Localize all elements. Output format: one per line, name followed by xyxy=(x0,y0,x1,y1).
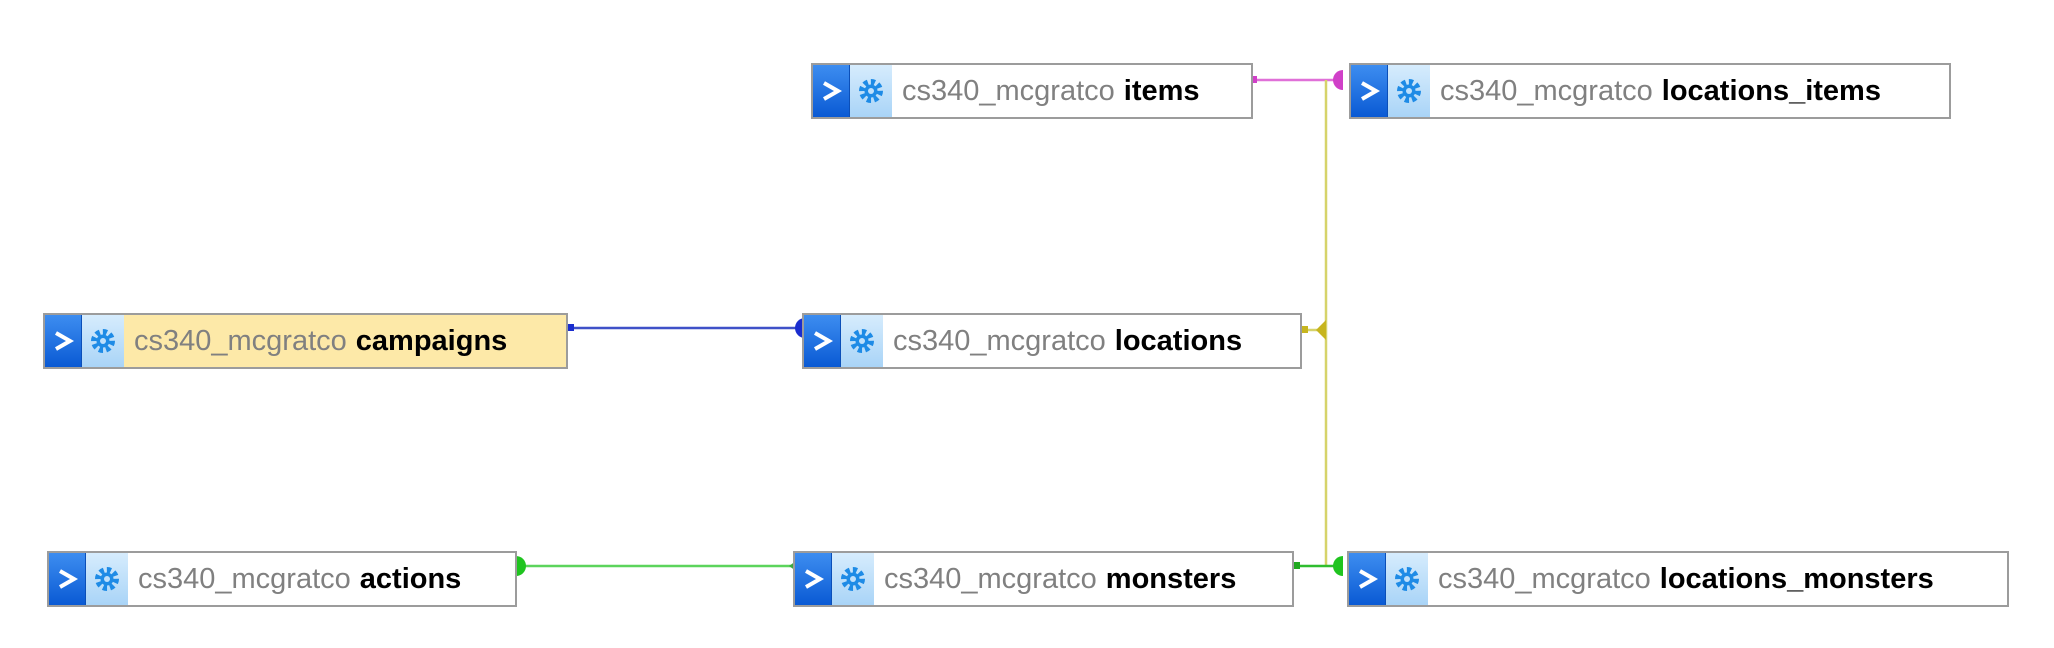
table-box-locations-monsters[interactable]: cs340_mcgratco locations_monsters xyxy=(1347,551,2009,607)
table-box-campaigns[interactable]: cs340_mcgratco campaigns xyxy=(43,313,568,369)
table-name: locations_items xyxy=(1661,74,1881,107)
expand-button[interactable] xyxy=(45,315,82,367)
relation-actions-monsters xyxy=(516,556,796,576)
expand-arrow-icon xyxy=(1359,569,1378,589)
relation-monsters-locations-monsters xyxy=(1293,556,1343,576)
table-title[interactable]: cs340_mcgratco items xyxy=(892,65,1251,117)
schema-name: cs340_mcgratco xyxy=(902,74,1115,107)
table-title[interactable]: cs340_mcgratco locations_items xyxy=(1430,65,1949,117)
expand-arrow-icon xyxy=(55,331,74,351)
table-title[interactable]: cs340_mcgratco locations_monsters xyxy=(1428,553,2007,605)
gear-icon xyxy=(859,79,883,103)
table-name: locations xyxy=(1114,324,1243,357)
table-options-button[interactable] xyxy=(1386,553,1428,605)
gear-icon xyxy=(91,329,115,353)
expand-button[interactable] xyxy=(1351,65,1388,117)
expand-button[interactable] xyxy=(795,553,832,605)
table-title[interactable]: cs340_mcgratco monsters xyxy=(874,553,1292,605)
relation-locations-links xyxy=(1301,80,1328,566)
expand-button[interactable] xyxy=(49,553,86,605)
expand-arrow-icon xyxy=(1361,81,1380,101)
table-name: campaigns xyxy=(355,324,508,357)
gear-icon xyxy=(1397,79,1421,103)
schema-name: cs340_mcgratco xyxy=(134,324,347,357)
gear-icon xyxy=(850,329,874,353)
relation-campaigns-locations xyxy=(567,318,805,338)
table-box-monsters[interactable]: cs340_mcgratco monsters xyxy=(793,551,1294,607)
gear-icon xyxy=(841,567,865,591)
table-options-button[interactable] xyxy=(82,315,124,367)
table-name: locations_monsters xyxy=(1659,562,1934,595)
schema-name: cs340_mcgratco xyxy=(884,562,1097,595)
table-name: actions xyxy=(359,562,462,595)
table-name: items xyxy=(1123,74,1200,107)
expand-arrow-icon xyxy=(814,331,833,351)
table-box-items[interactable]: cs340_mcgratco items xyxy=(811,63,1253,119)
table-box-actions[interactable]: cs340_mcgratco actions xyxy=(47,551,517,607)
table-options-button[interactable] xyxy=(832,553,874,605)
schema-name: cs340_mcgratco xyxy=(1438,562,1651,595)
table-title[interactable]: cs340_mcgratco actions xyxy=(128,553,515,605)
table-name: monsters xyxy=(1105,562,1237,595)
gear-icon xyxy=(95,567,119,591)
table-box-locations-items[interactable]: cs340_mcgratco locations_items xyxy=(1349,63,1951,119)
expand-button[interactable] xyxy=(813,65,850,117)
table-options-button[interactable] xyxy=(86,553,128,605)
table-options-button[interactable] xyxy=(841,315,883,367)
table-box-locations[interactable]: cs340_mcgratco locations xyxy=(802,313,1302,369)
relation-items-locations-items xyxy=(1250,70,1343,90)
expand-button[interactable] xyxy=(804,315,841,367)
table-title[interactable]: cs340_mcgratco campaigns xyxy=(124,315,566,367)
expand-button[interactable] xyxy=(1349,553,1386,605)
schema-name: cs340_mcgratco xyxy=(893,324,1106,357)
schema-name: cs340_mcgratco xyxy=(138,562,351,595)
table-title[interactable]: cs340_mcgratco locations xyxy=(883,315,1300,367)
expand-arrow-icon xyxy=(805,569,824,589)
table-options-button[interactable] xyxy=(850,65,892,117)
expand-arrow-icon xyxy=(59,569,78,589)
expand-arrow-icon xyxy=(823,81,842,101)
table-options-button[interactable] xyxy=(1388,65,1430,117)
schema-name: cs340_mcgratco xyxy=(1440,74,1653,107)
gear-icon xyxy=(1395,567,1419,591)
